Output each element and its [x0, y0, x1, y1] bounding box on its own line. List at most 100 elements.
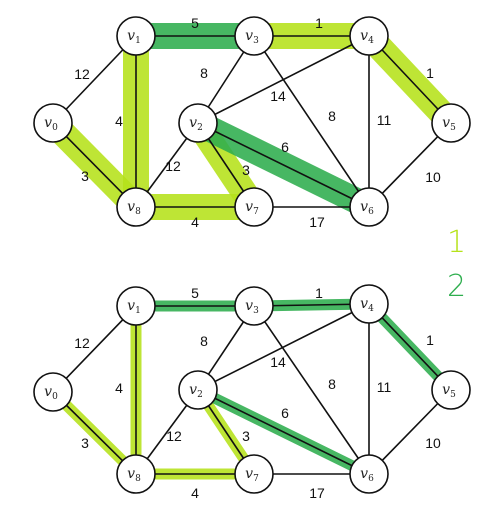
edge-v3-v6: [253, 305, 370, 475]
edge-weight-v3-v6: 8: [328, 376, 336, 392]
node-circle-v6: [349, 187, 389, 227]
node-v3: v3: [234, 16, 274, 56]
node-label-v2: v2: [189, 115, 203, 133]
node-circle-v2: [178, 103, 218, 143]
edge-v0-v1: [52, 35, 137, 124]
edge-weight-v4-v6: 11: [377, 112, 392, 128]
node-circle-v8: [116, 187, 156, 227]
node-circle-v3: [234, 16, 274, 56]
node-label-v2: v2: [189, 382, 203, 400]
edge-weight-v2-v7: 3: [242, 162, 250, 178]
node-v5: v5: [431, 370, 471, 410]
node-v5: v5: [431, 103, 471, 143]
node-circle-v5: [431, 103, 471, 143]
edge-weight-v6-v7: 17: [309, 485, 325, 501]
edge-weight-v2-v7: 3: [242, 428, 250, 444]
node-circle-v8: [116, 454, 156, 494]
node-label-v4: v4: [360, 28, 374, 46]
node-circle-v6: [349, 454, 389, 494]
node-label-v5: v5: [442, 382, 456, 400]
edge-weight-v0-v1: 12: [74, 66, 90, 82]
node-v4: v4: [349, 284, 389, 324]
edge-weight-v2-v4: 14: [270, 88, 286, 104]
legend: 1 2: [447, 225, 466, 304]
node-circle-v7: [234, 454, 274, 494]
edge-weight-v4-v6: 11: [377, 379, 392, 395]
edge-weight-v2-v8: 12: [166, 428, 182, 444]
edge-weight-v7-v8: 4: [191, 214, 199, 230]
edge-weight-v2-v3: 8: [200, 65, 208, 81]
node-label-v6: v6: [360, 199, 374, 217]
edge-weight-v0-v8: 3: [81, 168, 89, 184]
edge-weight-v3-v4: 1: [315, 15, 323, 31]
node-layer-bottom: v0 v1 v2 v3 v4 v5 v6 v7 v8: [33, 284, 471, 494]
node-label-v5: v5: [442, 115, 456, 133]
node-v0: v0: [33, 372, 73, 412]
node-v2: v2: [178, 370, 218, 410]
node-circle-v4: [349, 284, 389, 324]
edge-v2-v4: [197, 303, 370, 391]
node-v8: v8: [116, 187, 156, 227]
edge-weight-v2-v4: 14: [270, 354, 286, 370]
node-circle-v2: [178, 370, 218, 410]
edge-weight-v4-v5: 1: [426, 65, 434, 81]
edge-v3-v6: [253, 35, 370, 208]
node-layer-top: v0 v1 v2 v3 v4 v5 v6 v7 v8: [33, 16, 471, 227]
node-label-v7: v7: [245, 466, 259, 484]
edge-weight-v3-v4: 1: [315, 285, 323, 301]
node-circle-v0: [33, 103, 73, 143]
node-circle-v1: [116, 16, 156, 56]
node-label-v8: v8: [127, 466, 141, 484]
edge-weight-v2-v3: 8: [200, 333, 208, 349]
edge-weight-v0-v8: 3: [81, 435, 89, 451]
node-label-v6: v6: [360, 466, 374, 484]
node-v7: v7: [234, 187, 274, 227]
highlight-layer-top: [43, 23, 461, 220]
edge-v2-v6: [197, 389, 370, 475]
edge-weight-v5-v6: 10: [425, 435, 441, 451]
node-label-v1: v1: [127, 28, 141, 46]
edge-weight-v2-v8: 12: [165, 158, 181, 174]
edge-weight-v7-v8: 4: [191, 485, 199, 501]
node-label-v0: v0: [44, 384, 58, 402]
legend-label-1: 1: [447, 225, 466, 260]
node-label-v3: v3: [245, 298, 259, 316]
legend-label-2: 2: [447, 269, 466, 304]
edge-v0-v1: [52, 305, 137, 393]
edge-weight-v3-v6: 8: [328, 108, 336, 124]
node-label-v8: v8: [127, 199, 141, 217]
edge-weight-v1-v8: 4: [115, 113, 123, 129]
node-v1: v1: [116, 286, 156, 326]
edge-v4-v5: [368, 303, 452, 391]
node-label-v4: v4: [360, 296, 374, 314]
edge-weight-v1-v3: 5: [191, 15, 199, 31]
edge-weight-v4-v5: 1: [426, 332, 434, 348]
node-circle-v1: [116, 286, 156, 326]
edge-weight-v0-v1: 12: [74, 335, 90, 351]
node-label-v3: v3: [245, 28, 259, 46]
node-label-v1: v1: [127, 298, 141, 316]
edge-weight-v2-v6: 6: [281, 405, 289, 421]
node-circle-v5: [431, 370, 471, 410]
node-v4: v4: [349, 16, 389, 56]
node-v1: v1: [116, 16, 156, 56]
edge-v4-v5: [368, 35, 452, 124]
node-label-v0: v0: [44, 115, 58, 133]
node-circle-v3: [234, 286, 274, 326]
node-v2: v2: [178, 103, 218, 143]
node-v6: v6: [349, 454, 389, 494]
node-circle-v4: [349, 16, 389, 56]
edge-weight-v2-v6: 6: [281, 139, 289, 155]
node-label-v7: v7: [245, 199, 259, 217]
edge-weight-v1-v3: 5: [191, 285, 199, 301]
node-v7: v7: [234, 454, 274, 494]
edge-weight-v5-v6: 10: [425, 169, 441, 185]
node-v6: v6: [349, 187, 389, 227]
node-v8: v8: [116, 454, 156, 494]
node-circle-v7: [234, 187, 274, 227]
